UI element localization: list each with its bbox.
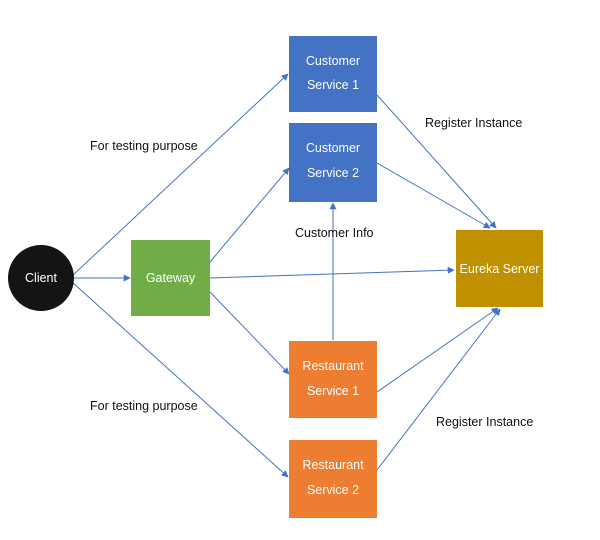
edge-labels: For testing purpose For testing purpose …: [90, 116, 533, 429]
edge-client-to-restaurant-service-2: [71, 281, 289, 478]
client-label: Client: [25, 271, 57, 285]
gateway-node: Gateway: [131, 240, 210, 316]
edge-label-testing-top: For testing purpose: [90, 139, 198, 153]
edge-label-register-top: Register Instance: [425, 116, 522, 130]
edge-gateway-to-customer-service-2: [209, 167, 290, 263]
eureka-server-node: Eureka Server: [456, 230, 543, 307]
edge-gateway-to-restaurant-service-1: [209, 291, 290, 375]
customer-service-1-box: [289, 36, 377, 112]
restaurant-service-1-label-line1: Restaurant: [302, 359, 364, 373]
customer-service-2-label-line2: Service 2: [307, 166, 359, 180]
edge-customer-service-2-to-eureka-server: [376, 162, 491, 229]
client-node: Client: [8, 245, 74, 311]
restaurant-service-1-box: [289, 341, 377, 418]
gateway-label: Gateway: [146, 271, 196, 285]
edge-label-testing-bottom: For testing purpose: [90, 399, 198, 413]
customer-service-2-label-line1: Customer: [306, 141, 360, 155]
edge-label-customer-info: Customer Info: [295, 226, 374, 240]
edge-client-to-customer-service-1: [71, 73, 289, 277]
eureka-server-box: [456, 230, 543, 307]
restaurant-service-2-label-line2: Service 2: [307, 483, 359, 497]
edge-customer-service-1-to-eureka-server: [376, 94, 497, 229]
edge-restaurant-service-1-to-eureka-server: [376, 307, 499, 393]
customer-service-2-node: Customer Service 2: [289, 123, 377, 202]
restaurant-service-2-label-line1: Restaurant: [302, 458, 364, 472]
restaurant-service-2-node: Restaurant Service 2: [289, 440, 377, 518]
restaurant-service-2-box: [289, 440, 377, 518]
customer-service-1-label-line1: Customer: [306, 54, 360, 68]
gateway-box: [131, 240, 210, 316]
customer-service-2-box: [289, 123, 377, 202]
restaurant-service-1-label-line2: Service 1: [307, 384, 359, 398]
edge-label-register-bottom: Register Instance: [436, 415, 533, 429]
restaurant-service-1-node: Restaurant Service 1: [289, 341, 377, 418]
edge-restaurant-service-2-to-eureka-server: [376, 308, 501, 471]
customer-service-1-node: Customer Service 1: [289, 36, 377, 112]
client-circle: [8, 245, 74, 311]
customer-service-1-label-line2: Service 1: [307, 78, 359, 92]
edges: [71, 73, 501, 478]
eureka-server-label: Eureka Server: [460, 262, 540, 276]
edge-gateway-to-eureka-server: [209, 266, 455, 279]
